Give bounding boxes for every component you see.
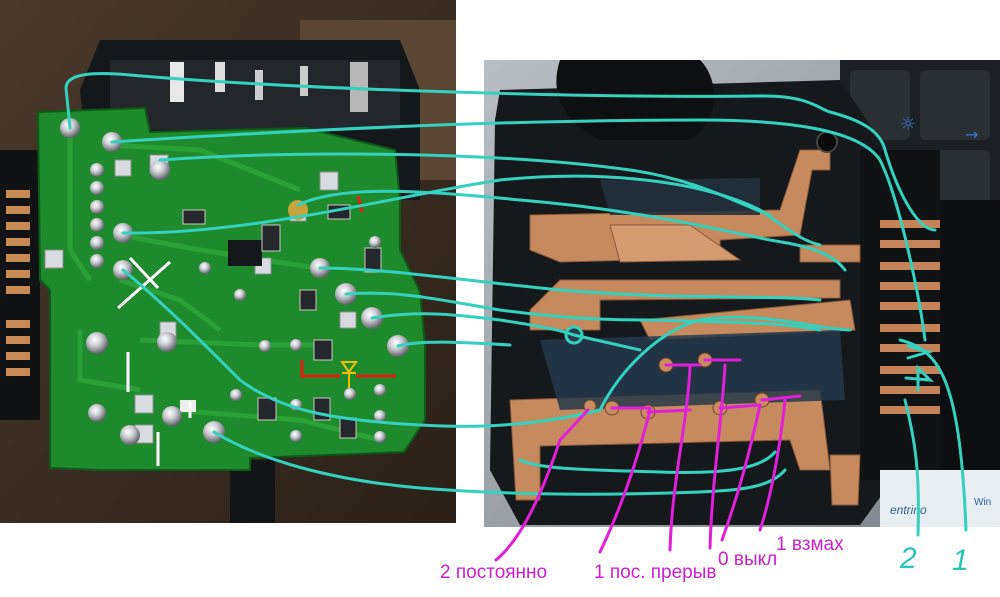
switch-photo: ☼ → → <box>484 60 1000 527</box>
label-pin-1: 1 <box>952 544 969 577</box>
svg-text:entrino: entrino <box>890 503 927 517</box>
pcb-photo <box>0 0 456 523</box>
label-mode-1-swipe: 1 взмах <box>776 534 844 555</box>
label-mode-0-off: 0 выкл <box>718 549 777 570</box>
solder-joints <box>60 118 409 445</box>
label-pin-2: 2 <box>899 542 917 575</box>
mode-pointers <box>494 358 802 562</box>
svg-text:Win: Win <box>974 497 991 508</box>
svg-text:→: → <box>965 125 978 144</box>
diode-marker <box>300 195 396 388</box>
label-mode-1-intermittent: 1 пос. прерыв <box>594 562 717 583</box>
wiring-lines <box>64 71 968 537</box>
svg-text:☼: ☼ <box>900 114 916 135</box>
label-mode-2-constant: 2 постоянно <box>440 562 547 583</box>
cut-marks <box>117 256 192 466</box>
transistor <box>228 240 262 266</box>
side-connector-pins <box>6 190 30 376</box>
pcb-board <box>36 106 426 471</box>
